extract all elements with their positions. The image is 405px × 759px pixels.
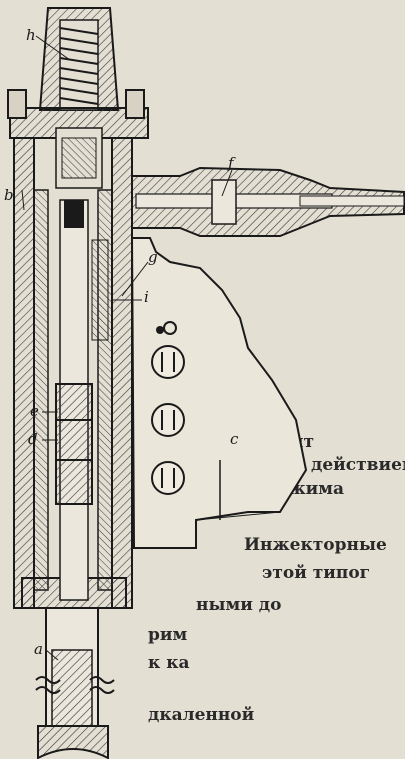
bg-text-4: Инжекторные — [244, 535, 387, 555]
label-g: g — [148, 248, 158, 266]
fuel-inlet — [131, 166, 405, 237]
label-c: c — [230, 430, 239, 448]
label-f: f — [227, 154, 236, 172]
label-h: h — [26, 26, 36, 44]
bg-text-9: дкаленной — [148, 705, 255, 725]
label-b: b — [4, 186, 14, 204]
plunger — [55, 199, 109, 601]
top-flange — [7, 89, 149, 189]
spring-cap — [38, 7, 120, 111]
bg-text-6: ными до — [196, 595, 281, 615]
bg-text-8: к ка — [148, 653, 190, 673]
label-d: d — [28, 430, 38, 448]
label-i: i — [144, 288, 149, 306]
label-a: a — [34, 640, 43, 658]
label-e: e — [30, 402, 39, 420]
bg-text-7: рим — [148, 625, 187, 645]
part-labels: h b f g i e d c a — [4, 26, 239, 658]
nozzle-tip — [35, 607, 115, 759]
bg-text-5: этой типог — [262, 563, 370, 583]
leader-lines — [21, 35, 233, 661]
side-block — [130, 237, 308, 549]
